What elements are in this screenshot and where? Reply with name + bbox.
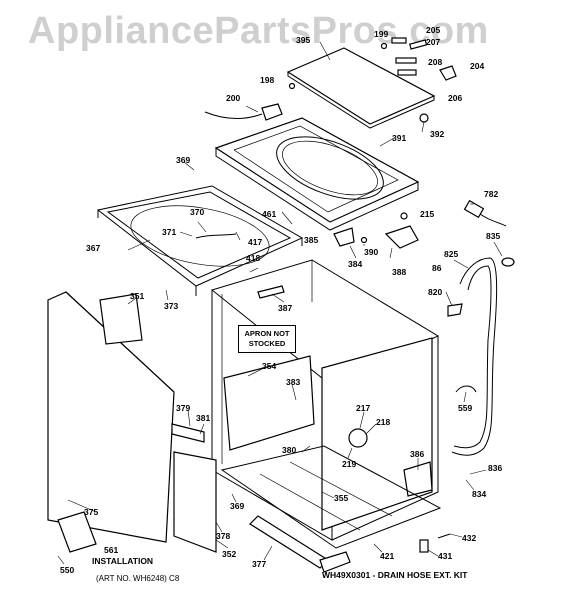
part-label-381: 381: [196, 413, 211, 423]
part-label-370: 370: [190, 207, 205, 217]
leg-part: [419, 539, 429, 553]
fill-hose-part: [195, 233, 237, 239]
side-panel-part: [99, 293, 143, 345]
part-label-391: 391: [392, 133, 407, 143]
part-label-390: 390: [364, 247, 379, 257]
bracket-part: [171, 423, 205, 443]
part-label-208: 208: [428, 57, 443, 67]
part-label-218: 218: [376, 417, 391, 427]
art-number-note: (ART NO. WH6248) C8: [96, 574, 180, 583]
part-label-835: 835: [486, 231, 501, 241]
part-label-198: 198: [260, 75, 275, 85]
part-label-352: 352: [222, 549, 237, 559]
part-label-388: 388: [392, 267, 407, 277]
part-label-461: 461: [262, 209, 277, 219]
part-label-383: 383: [286, 377, 301, 387]
part-label-377: 377: [252, 559, 267, 569]
part-label-369: 369: [176, 155, 191, 165]
part-label-217: 217: [356, 403, 371, 413]
part-label-561: 561: [104, 545, 119, 555]
part-label-395: 395: [296, 35, 311, 45]
part-label-86: 86: [432, 263, 442, 273]
part-label-355: 355: [334, 493, 349, 503]
lid-part: [286, 47, 436, 129]
part-label-825: 825: [444, 249, 459, 259]
part-label-384: 384: [348, 259, 363, 269]
part-label-373: 373: [164, 301, 179, 311]
base-part: [220, 445, 442, 549]
part-label-351: 351: [130, 291, 145, 301]
top-panel-part: [214, 117, 420, 231]
part-label-215: 215: [420, 209, 435, 219]
kickplate-part: [173, 451, 217, 553]
part-label-820: 820: [428, 287, 443, 297]
part-label-834: 834: [472, 489, 487, 499]
part-label-421: 421: [380, 551, 395, 561]
part-label-550: 550: [60, 565, 75, 575]
part-label-206: 206: [448, 93, 463, 103]
part-label-836: 836: [488, 463, 503, 473]
part-label-369-lower: 369: [230, 501, 245, 511]
part-label-432: 432: [462, 533, 477, 543]
part-label-371: 371: [162, 227, 177, 237]
toe-strip-part: [249, 515, 329, 569]
part-label-379: 379: [176, 403, 191, 413]
frame-part: [96, 185, 304, 296]
part-label-559: 559: [458, 403, 473, 413]
apron-note-line2: STOCKED: [248, 339, 286, 348]
part-label-354: 354: [262, 361, 277, 371]
apron-note-line1: APRON NOT: [244, 329, 290, 338]
part-label-417: 417: [248, 237, 263, 247]
cabinet-part: [210, 259, 440, 541]
part-label-205: 205: [426, 25, 441, 35]
lid-switch-part: [204, 103, 283, 121]
toe-strip-end: [319, 551, 351, 573]
part-label-375: 375: [84, 507, 99, 517]
part-label-204: 204: [470, 61, 485, 71]
leader-lines: [57, 41, 503, 565]
apron-note-box: APRON NOT STOCKED: [238, 325, 296, 353]
installation-sheet-part: [57, 511, 97, 553]
part-label-385: 385: [304, 235, 319, 245]
part-label-392: 392: [430, 129, 445, 139]
hinge-parts: [288, 37, 457, 123]
part-label-386: 386: [410, 449, 425, 459]
part-label-782: 782: [484, 189, 499, 199]
part-label-367: 367: [86, 243, 101, 253]
drain-hose-kit-note: WH49X0301 - DRAIN HOSE EXT. KIT: [322, 570, 468, 580]
part-label-207: 207: [426, 37, 441, 47]
part-label-199: 199: [374, 29, 389, 39]
part-label-219: 219: [342, 459, 357, 469]
drain-hose-part: [447, 257, 515, 456]
part-label-378: 378: [216, 531, 231, 541]
part-label-387: 387: [278, 303, 293, 313]
water-valve-parts: [333, 199, 507, 249]
part-label-418: 418: [246, 253, 261, 263]
installation-note: INSTALLATION: [92, 556, 154, 566]
part-label-380: 380: [282, 445, 297, 455]
part-label-431: 431: [438, 551, 453, 561]
part-label-200: 200: [226, 93, 241, 103]
